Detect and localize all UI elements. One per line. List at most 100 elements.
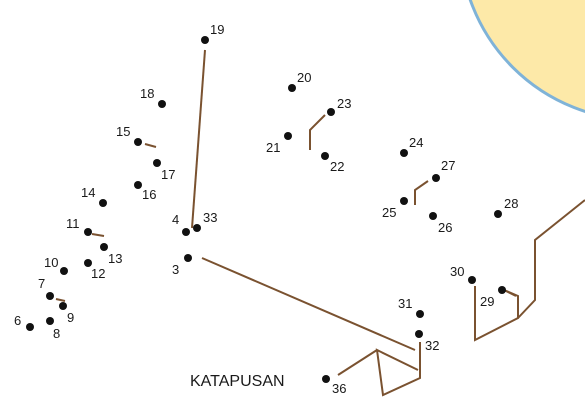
dot-23: 23 <box>327 96 351 116</box>
dot-number: 14 <box>81 185 95 200</box>
dot-36: 36 <box>322 375 346 396</box>
dot-28: 28 <box>494 196 518 218</box>
dot-marker <box>46 292 54 300</box>
dot-31: 31 <box>398 296 424 318</box>
dot-8: 8 <box>46 317 60 341</box>
dot-marker <box>59 302 67 310</box>
dot-number: 6 <box>14 313 21 328</box>
dot-number: 4 <box>172 212 179 227</box>
line-segment-3 <box>144 143 157 148</box>
dot-number: 28 <box>504 196 518 211</box>
dot-marker <box>99 199 107 207</box>
line-segment-12 <box>517 199 585 319</box>
dot-number: 30 <box>450 264 464 279</box>
dot-number: 19 <box>210 22 224 37</box>
dot-marker <box>494 210 502 218</box>
dot-marker <box>84 259 92 267</box>
dot-17: 17 <box>153 159 175 182</box>
dot-number: 15 <box>116 124 130 139</box>
dot-14: 14 <box>81 185 107 207</box>
dot-number: 29 <box>480 294 494 309</box>
dot-marker <box>321 152 329 160</box>
connecting-lines <box>55 49 585 397</box>
dot-number: 31 <box>398 296 412 311</box>
dot-marker <box>46 317 54 325</box>
dot-number: 25 <box>382 205 396 220</box>
dot-marker <box>429 212 437 220</box>
dot-22: 22 <box>321 152 344 174</box>
line-segment-9 <box>337 349 378 376</box>
dot-number: 7 <box>38 276 45 291</box>
dot-marker <box>415 330 423 338</box>
dot-30: 30 <box>450 264 476 284</box>
dot-marker <box>84 228 92 236</box>
dot-number: 11 <box>66 216 80 231</box>
dot-16: 16 <box>134 181 156 202</box>
end-label: KATAPUSAN <box>190 373 285 390</box>
dot-29: 29 <box>480 286 506 309</box>
dot-number: 20 <box>297 70 311 85</box>
dot-32: 32 <box>415 330 439 353</box>
line-segment-8 <box>375 342 421 397</box>
dot-number: 23 <box>337 96 351 111</box>
dot-marker <box>134 138 142 146</box>
line-segment-7 <box>414 180 429 205</box>
dot-marker <box>184 254 192 262</box>
dot-number: 32 <box>425 338 439 353</box>
dot-number: 18 <box>140 86 154 101</box>
line-segment-6 <box>309 114 326 150</box>
dot-number: 16 <box>142 187 156 202</box>
dot-19: 19 <box>201 22 224 44</box>
dot-24: 24 <box>400 135 423 157</box>
dot-21: 21 <box>266 132 292 155</box>
dot-marker <box>60 267 68 275</box>
dot-number: 24 <box>409 135 423 150</box>
dot-number: 36 <box>332 381 346 396</box>
dot-number: 33 <box>203 210 217 225</box>
dot-10: 10 <box>44 255 68 275</box>
dot-number: 27 <box>441 158 455 173</box>
dot-marker <box>158 100 166 108</box>
dot-18: 18 <box>140 86 166 108</box>
dot-number: 17 <box>161 167 175 182</box>
line-segment-2 <box>201 257 416 351</box>
dot-4: 4 <box>172 212 190 236</box>
dot-marker <box>416 310 424 318</box>
dot-marker <box>468 276 476 284</box>
dot-marker <box>134 181 142 189</box>
dot-26: 26 <box>429 212 452 235</box>
dot-marker <box>432 174 440 182</box>
dot-25: 25 <box>382 197 408 220</box>
dot-number: 8 <box>53 326 60 341</box>
dot-marker <box>498 286 506 294</box>
dot-6: 6 <box>14 313 34 331</box>
line-segment-4 <box>91 233 105 237</box>
dot-marker <box>400 149 408 157</box>
dot-number: 13 <box>108 251 122 266</box>
dot-15: 15 <box>116 124 142 146</box>
dot-marker <box>284 132 292 140</box>
dot-marker <box>182 228 190 236</box>
dot-number: 9 <box>67 310 74 325</box>
dot-marker <box>288 84 296 92</box>
dot-number: 3 <box>172 262 179 277</box>
dot-33: 33 <box>193 210 217 232</box>
dot-number: 10 <box>44 255 58 270</box>
dot-number: 22 <box>330 159 344 174</box>
dot-12: 12 <box>84 259 105 281</box>
sun-shape <box>468 0 585 113</box>
dot-13: 13 <box>100 243 122 266</box>
dot-marker <box>201 36 209 44</box>
dot-marker <box>327 108 335 116</box>
sun-decoration <box>468 0 585 113</box>
dot-27: 27 <box>432 158 455 182</box>
line-segment-11 <box>503 289 517 297</box>
dot-20: 20 <box>288 70 311 92</box>
dot-marker <box>153 159 161 167</box>
line-segment-5 <box>55 298 66 302</box>
dot-number: 21 <box>266 140 280 155</box>
dot-marker <box>193 224 201 232</box>
dot-3: 3 <box>172 254 192 277</box>
